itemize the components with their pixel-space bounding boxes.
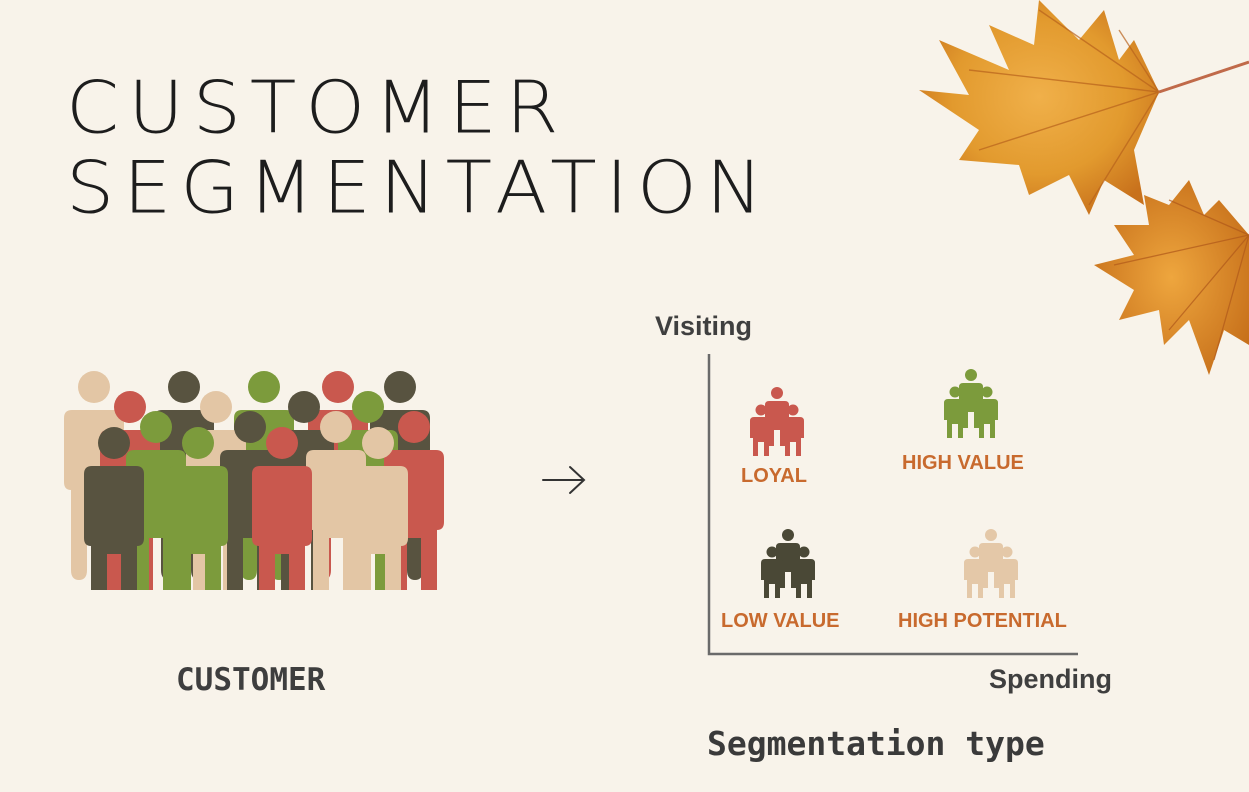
group-icon [761, 529, 815, 598]
segmentation-axes [707, 354, 1078, 656]
segment-label: HIGH VALUE [902, 452, 1024, 474]
maple-leaves-image [919, 0, 1249, 375]
y-axis-label: Visiting [655, 311, 753, 341]
group-icon [964, 529, 1018, 598]
group-icon [944, 369, 998, 438]
segment-label: LOW VALUE [721, 610, 840, 632]
x-axis-label: Spending [989, 664, 1112, 694]
page-title: CUSTOMER SEGMENTATION [66, 68, 772, 228]
segmentation-type-caption: Segmentation type [707, 724, 1045, 763]
title-line-2: SEGMENTATION [66, 144, 772, 230]
group-icon [750, 387, 804, 456]
title-line-1: CUSTOMER [66, 65, 568, 150]
arrow-right-icon [542, 466, 586, 494]
segment-label: HIGH POTENTIAL [898, 610, 1067, 632]
customer-crowd-icon [64, 371, 444, 590]
customer-label: CUSTOMER [176, 662, 326, 698]
segment-label: LOYAL [741, 465, 807, 487]
